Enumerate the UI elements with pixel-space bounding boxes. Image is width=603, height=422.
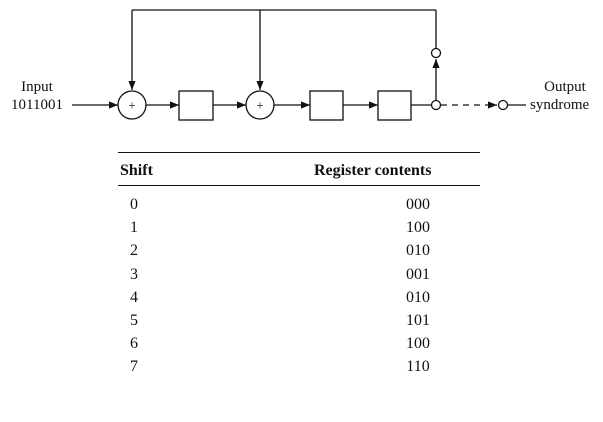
- cell-shift: 2: [130, 242, 138, 260]
- cell-register: 000: [406, 196, 430, 213]
- cell-shift: 4: [130, 288, 138, 306]
- input-label: Input: [21, 79, 53, 95]
- cell-register: 010: [406, 242, 430, 260]
- switch-terminal-top: [430, 47, 442, 59]
- table-row: 6 100: [118, 335, 480, 358]
- cell-shift: 6: [130, 335, 138, 353]
- table-row: 1 100: [118, 219, 480, 242]
- table-row: 3 001: [118, 266, 480, 289]
- adder-1-plus: +: [128, 98, 135, 113]
- table-row: 4 010: [118, 289, 480, 312]
- register-cell-3: [377, 90, 412, 121]
- cell-register: 110: [406, 358, 430, 376]
- cell-register: 100: [406, 335, 430, 353]
- table-top-rule: [118, 152, 480, 153]
- table-header: Shift Register contents: [118, 153, 480, 185]
- header-register-contents: Register contents: [314, 162, 432, 179]
- cell-register: 100: [406, 219, 430, 237]
- adder-2-plus: +: [256, 98, 263, 113]
- header-shift: Shift: [120, 162, 153, 179]
- register-cell-1: [178, 90, 214, 121]
- cell-shift: 0: [130, 196, 138, 213]
- table-body: 0 000 1 100 2 010 3 001 4 010 5 101 6 10…: [118, 196, 480, 382]
- switch-pivot: [430, 99, 442, 111]
- register-cell-2: [309, 90, 344, 121]
- cell-register: 001: [406, 265, 430, 283]
- cell-shift: 3: [130, 265, 138, 283]
- cell-register: 101: [406, 311, 430, 329]
- table-row: 2 010: [118, 242, 480, 265]
- table-row: 0 000: [118, 196, 480, 219]
- output-syndrome-label: syndrome: [530, 97, 590, 113]
- cell-shift: 7: [130, 358, 138, 376]
- input-bits: 1011001: [11, 97, 63, 113]
- register-contents-table: Shift Register contents 0 000 1 100 2 01…: [118, 152, 480, 382]
- cell-shift: 5: [130, 311, 138, 329]
- shift-register-diagram: + +: [72, 9, 526, 121]
- cell-register: 010: [406, 288, 430, 306]
- output-terminal: [497, 99, 509, 111]
- table-row: 7 110: [118, 358, 480, 381]
- table-row: 5 101: [118, 312, 480, 335]
- output-label: Output: [544, 79, 586, 95]
- cell-shift: 1: [130, 219, 138, 237]
- table-header-rule: [118, 185, 480, 186]
